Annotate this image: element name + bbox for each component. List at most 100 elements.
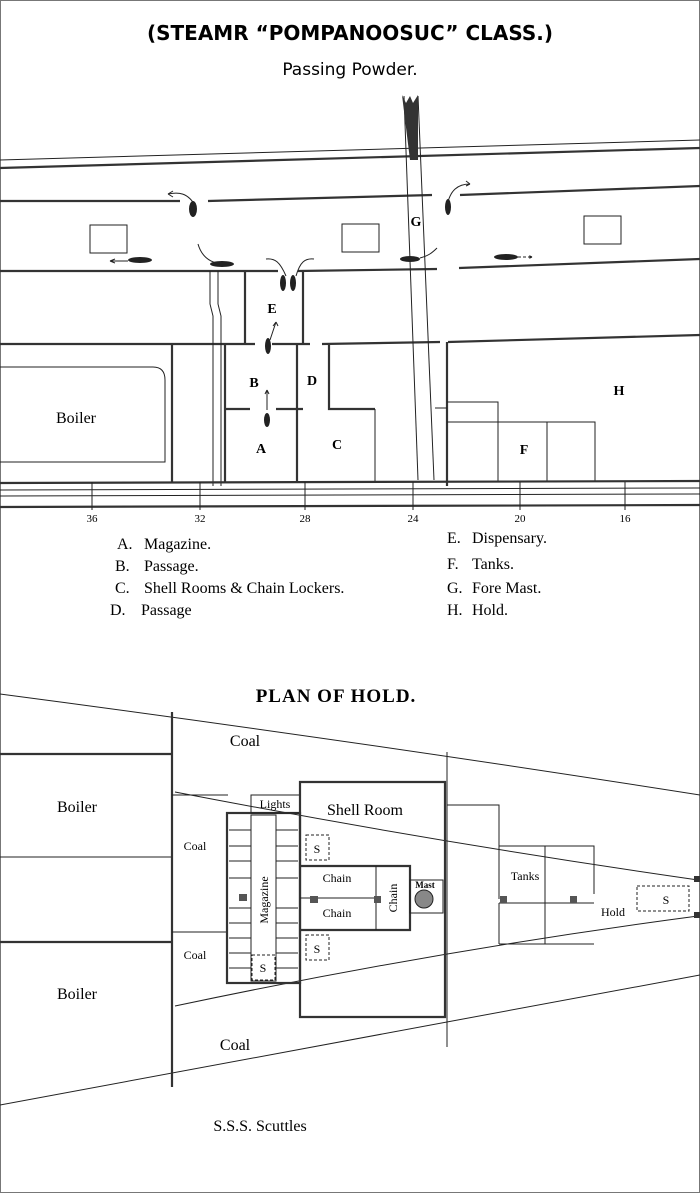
hatch-2 [341, 223, 380, 253]
pillar-marker [310, 896, 318, 903]
frame-number: 24 [408, 513, 420, 525]
orlop-deck-mid [321, 340, 441, 346]
pillar-marker [374, 896, 381, 903]
stanchion [209, 271, 222, 486]
gun-deck-right [459, 184, 700, 197]
hold-label: Hold [601, 905, 625, 919]
legend: A. Magazine. B. Passage. C. Shell Rooms … [110, 530, 547, 619]
legend-key: H. [447, 602, 463, 619]
legend-item-d: D. Passage [110, 602, 192, 619]
legend-key: A. [117, 536, 133, 553]
plan-view: Coal Coal Coal Coal Boiler Boiler Lights… [0, 693, 700, 1135]
magazine-passage [250, 814, 277, 982]
label-a: A [256, 442, 267, 457]
keel-top [0, 479, 700, 485]
tanks [447, 421, 596, 482]
scuttle-box [636, 885, 690, 912]
label-d: D [307, 374, 317, 389]
hull-lower [0, 974, 700, 1106]
hatch-marker [239, 894, 247, 901]
scuttle-box [305, 934, 330, 961]
legend-text: Passage [141, 602, 192, 619]
bow-marker [694, 876, 700, 882]
fore-mast-right [417, 95, 435, 481]
scuttle-label: S [663, 893, 670, 907]
legend-text: Magazine. [144, 536, 211, 553]
legend-key: F. [447, 556, 459, 573]
plan-title: PLAN OF HOLD. [256, 686, 417, 707]
scuttle-label: S [314, 942, 321, 956]
hatch-3 [583, 215, 622, 245]
legend-key: D. [110, 602, 126, 619]
label-f: F [520, 443, 529, 458]
frame-number: 16 [620, 513, 632, 525]
elevation-view: A B C D E F G H Boiler 36 32 28 24 20 16 [0, 95, 700, 525]
arrow-head [167, 190, 174, 198]
frame-tick-lines [91, 482, 626, 510]
legend-text: Tanks. [472, 556, 514, 573]
mast-top-icon [402, 95, 418, 160]
scuttle-box [251, 954, 276, 981]
coal-dividers [172, 794, 228, 933]
magazine-racks-left [229, 829, 251, 969]
mast-label: Mast [415, 880, 435, 890]
frame-number: 28 [300, 513, 312, 525]
arrow-left [109, 258, 128, 264]
arrow-up [269, 321, 279, 341]
frame-number: 36 [87, 513, 99, 525]
coal-upper-left-label: Coal [184, 839, 207, 853]
shell-room-wall [327, 344, 375, 411]
legend-key: C. [115, 580, 130, 597]
legend-text: Shell Rooms & Chain Lockers. [144, 580, 344, 597]
chain-vertical-label: Chain [386, 884, 400, 913]
legend-key: B. [115, 558, 130, 575]
chain-bottom-label: Chain [323, 906, 352, 920]
keel-bottom [0, 503, 700, 509]
tank-marker [570, 896, 577, 903]
arrow-split [265, 258, 315, 277]
powder-bag [494, 254, 518, 260]
legend-text: Hold. [472, 602, 508, 619]
legend-key: E. [447, 530, 461, 547]
orlop-deck-right [447, 333, 700, 344]
powder-arrows [109, 180, 533, 427]
powder-bag [264, 413, 270, 427]
gun-deck-mid [207, 193, 433, 203]
legend-text: Fore Mast. [472, 580, 541, 597]
legend-item-h: H. Hold. [447, 602, 508, 619]
upper-deck-line [0, 146, 700, 170]
coal-bottom-label: Coal [220, 1037, 251, 1054]
arrow-right [518, 254, 533, 260]
label-b: B [249, 376, 258, 391]
legend-item-a: A. Magazine. [117, 536, 211, 553]
powder-bag [128, 257, 152, 263]
diagram-subtitle: Passing Powder. [282, 60, 417, 80]
arrow-curve [197, 243, 223, 265]
arrow-up [264, 389, 270, 410]
coal-top-label: Coal [230, 733, 261, 750]
powder-bag [265, 338, 271, 354]
tanks-label: Tanks [511, 869, 540, 883]
powder-bag [189, 201, 197, 217]
hatch-1 [89, 224, 128, 254]
label-g: G [411, 215, 422, 230]
fore-mast-left [403, 95, 419, 481]
legend-item-e: E. Dispensary. [447, 530, 547, 547]
legend-item-f: F. Tanks. [447, 556, 514, 573]
legend-text: Dispensary. [472, 530, 547, 547]
hull-upper [0, 693, 700, 796]
keel-line [0, 487, 700, 491]
mast-box [409, 879, 444, 914]
magazine-racks-right [276, 829, 298, 969]
boiler-top-label: Boiler [57, 799, 98, 816]
powder-bag [280, 275, 286, 291]
scuttle-label: S [260, 961, 267, 975]
lights-label: Lights [260, 797, 291, 811]
legend-item-g: G. Fore Mast. [447, 580, 541, 597]
bow-marker [694, 912, 700, 918]
wing-line-lower [174, 915, 699, 1007]
berth-deck-mid [297, 267, 438, 273]
tank-marker [500, 896, 507, 903]
frame-ticks [91, 482, 626, 510]
